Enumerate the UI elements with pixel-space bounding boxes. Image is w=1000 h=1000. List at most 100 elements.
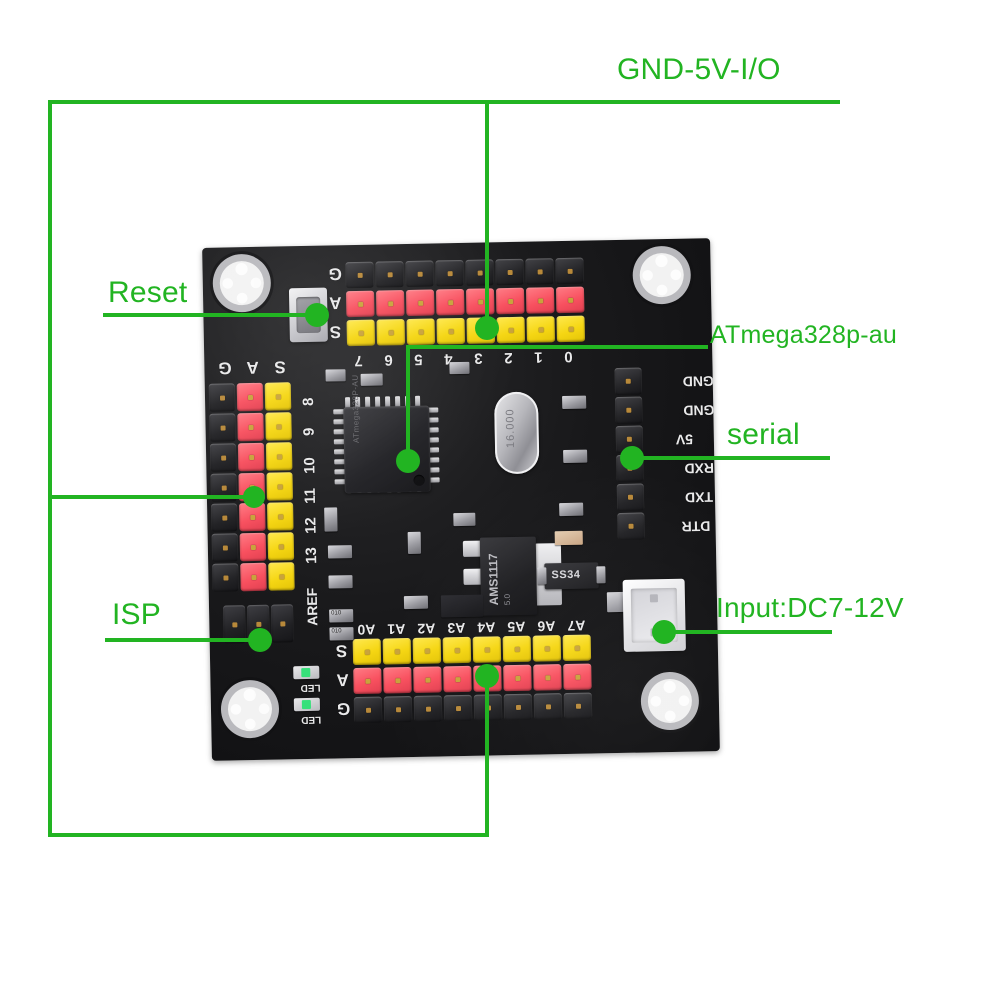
smd-resistor-7 xyxy=(453,512,476,527)
callout-dot-reset xyxy=(305,303,329,327)
silk-bottom-pin-a4: A4 xyxy=(477,619,496,636)
leader-line-bottom-vertical xyxy=(485,680,489,837)
leader-line-left-spine xyxy=(48,100,52,837)
annotation-label-reset: Reset xyxy=(108,276,188,309)
silk-top-row-a: A xyxy=(329,293,342,313)
silk-top-pin-3: 3 xyxy=(474,349,483,367)
annotation-label-isp: ISP xyxy=(112,598,161,631)
silk-left-pin-11: 11 xyxy=(301,487,320,505)
diode-pad-left xyxy=(537,567,547,585)
crystal-oscillator: 16.000 xyxy=(493,391,540,475)
top-header-row-signal[interactable] xyxy=(346,315,585,347)
silk-top-pin-0: 0 xyxy=(564,347,573,365)
smd-capacitor-1 xyxy=(554,530,583,546)
silk-bottom-row-a: A xyxy=(336,670,349,690)
resistor-value-2: 010 xyxy=(331,628,342,635)
smd-resistor-8 xyxy=(407,531,422,555)
bottom-header-row-ground[interactable] xyxy=(353,692,593,724)
leader-line-atmega-vertical xyxy=(406,345,410,460)
silk-bottom-pin-a0: A0 xyxy=(357,621,376,639)
silk-serial-txd: TXD xyxy=(684,489,714,506)
diode-marking: SS34 xyxy=(551,568,581,582)
silk-left-row-a: A xyxy=(246,357,259,378)
mounting-hole-top-right xyxy=(639,252,685,298)
silk-left-pin-10: 10 xyxy=(301,457,319,475)
silk-serial-gnd-2: GND xyxy=(683,402,715,419)
annotation-label-serial: serial xyxy=(727,418,800,451)
led-indicator-1 xyxy=(293,665,320,680)
silk-serial-gnd-1: GND xyxy=(682,373,715,390)
silk-top-pin-6: 6 xyxy=(384,351,393,369)
leader-line-gnd5vio-horizontal xyxy=(48,100,840,104)
silk-left-pin-aref: AREF xyxy=(303,587,321,627)
pcb-board: G A S 7 6 5 4 3 2 1 0 xyxy=(202,238,720,761)
smd-resistor-14: 010 xyxy=(329,627,354,641)
silk-left-pin-8: 8 xyxy=(300,397,318,407)
regulator-voltage-marking: 5.0 xyxy=(502,593,513,606)
silk-top-row-g: G xyxy=(328,264,343,284)
silk-top-pin-2: 2 xyxy=(504,348,513,367)
left-header-col-ground[interactable] xyxy=(208,383,239,592)
bottom-header-row-voltage[interactable] xyxy=(353,663,592,695)
annotation-label-gnd-5v-io: GND-5V-I/O xyxy=(617,53,781,86)
mcu-part-marking: ATmega328P-AU xyxy=(350,374,361,444)
silk-left-pin-9: 9 xyxy=(300,427,318,437)
smd-resistor-10 xyxy=(327,545,353,559)
regulator-marking: AMS1117 xyxy=(486,553,502,606)
silk-serial-5v: 5V xyxy=(675,431,694,448)
silk-top-pin-1: 1 xyxy=(534,348,543,366)
silk-left-row-g: G xyxy=(218,358,232,378)
callout-dot-atmega xyxy=(396,449,420,473)
annotation-label-atmega: ATmega328p-au xyxy=(710,321,897,349)
top-header-row-ground[interactable] xyxy=(345,257,584,289)
annotation-label-input-dc: Input:DC7-12V xyxy=(716,592,904,623)
silk-led-1: LED xyxy=(300,681,321,694)
smd-ic-small xyxy=(440,594,484,618)
callout-dot-left-header xyxy=(243,486,265,508)
leader-line-reset xyxy=(103,313,318,317)
silk-serial-dtr: DTR xyxy=(681,518,711,535)
dc-power-connector[interactable] xyxy=(622,578,686,652)
smd-resistor-6 xyxy=(360,373,383,386)
callout-dot-input-dc xyxy=(652,620,676,644)
silk-bottom-row-g: G xyxy=(336,699,351,719)
diode-ss34: SS34 xyxy=(544,562,599,590)
crystal-marking: 16.000 xyxy=(504,408,518,449)
silk-bottom-pin-a7: A7 xyxy=(567,617,586,634)
left-header-col-signal[interactable] xyxy=(264,382,295,591)
silk-top-row-s: S xyxy=(329,322,342,342)
led-indicator-2 xyxy=(293,697,321,712)
bottom-header-row-signal[interactable] xyxy=(352,634,592,666)
mounting-hole-bottom-right xyxy=(647,678,693,724)
leader-line-gnd5vio-vertical xyxy=(485,100,489,327)
mounting-hole-bottom-left xyxy=(227,686,273,732)
silk-bottom-pin-a2: A2 xyxy=(417,620,436,637)
leader-line-serial xyxy=(630,456,830,460)
callout-dot-gnd5vio xyxy=(475,316,499,340)
leader-line-bottom-horizontal xyxy=(48,833,489,837)
silk-left-pin-12: 12 xyxy=(302,517,320,535)
resistor-value-1: 010 xyxy=(331,610,342,617)
silk-left-pin-13: 13 xyxy=(302,547,321,565)
smd-resistor-5 xyxy=(325,369,346,382)
mounting-hole-top-left xyxy=(219,260,265,306)
smd-resistor-4 xyxy=(449,361,470,375)
silk-left-row-s: S xyxy=(274,357,286,377)
smd-resistor-1 xyxy=(562,395,587,410)
callout-dot-serial xyxy=(620,446,644,470)
leader-line-atmega-horizontal xyxy=(408,345,708,349)
smd-resistor-11 xyxy=(328,575,353,589)
top-header-row-voltage[interactable] xyxy=(345,286,585,318)
silk-bottom-pin-a6: A6 xyxy=(537,618,556,635)
smd-resistor-12 xyxy=(403,595,429,610)
silk-top-pin-7: 7 xyxy=(354,351,363,370)
silk-top-pin-5: 5 xyxy=(414,350,423,368)
leader-line-left-header xyxy=(48,495,253,499)
voltage-regulator-ams1117: AMS1117 5.0 xyxy=(479,536,538,616)
silk-serial-rxd: RXD xyxy=(684,460,715,477)
smd-resistor-9 xyxy=(324,507,338,532)
mcu-atmega328p: ATmega328P-AU xyxy=(343,374,431,494)
silk-bottom-pin-a5: A5 xyxy=(507,618,526,636)
smd-resistor-3 xyxy=(559,502,584,517)
